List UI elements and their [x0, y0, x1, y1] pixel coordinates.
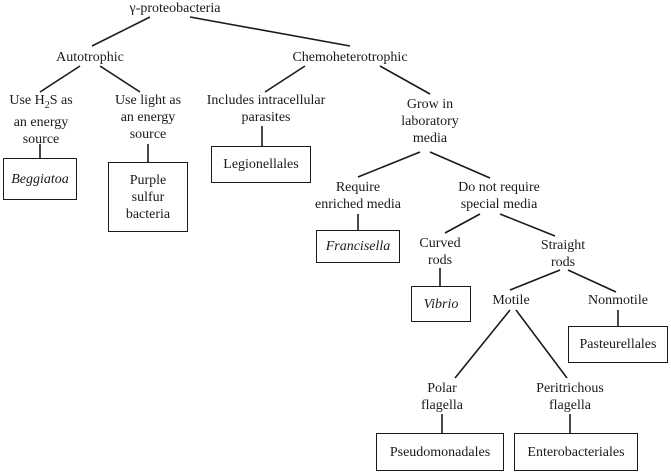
intracellular-line2: parasites: [241, 110, 291, 125]
nonmotile-label: Nonmotile: [588, 293, 648, 308]
enterobacteriales-label: Enterobacteriales: [527, 444, 625, 460]
edge-root-autotrophic: [91, 16, 151, 47]
pseudomonadales-label: Pseudomonadales: [389, 444, 491, 460]
beggiatoa-label: Beggiatoa: [11, 171, 69, 187]
notrequire-line1: Do not require: [458, 180, 540, 195]
purple-line1: Purple: [129, 172, 167, 188]
francisella-label: Francisella: [325, 239, 391, 254]
motile-node: Motile: [481, 292, 541, 309]
edge-chemo-grow: [379, 65, 431, 95]
edge-notrequire-straight: [499, 213, 556, 237]
root-label: γ-proteobacteria: [129, 1, 221, 16]
intracellular-line1: Includes intracellular: [206, 93, 326, 108]
nonmotile-node: Nonmotile: [578, 292, 658, 309]
require-line2: enriched media: [315, 197, 401, 212]
autotrophic-node: Autotrophic: [45, 49, 135, 66]
grow-line2: laboratory: [401, 114, 459, 129]
legionellales-box: Legionellales: [211, 146, 311, 183]
require-enriched-media-node: Require enriched media: [303, 179, 413, 213]
edge-chemo-intracellular: [264, 65, 306, 93]
edge-notrequire-curved: [444, 213, 481, 234]
edge-straight-nonmotile: [567, 269, 617, 293]
h2s-line3: source: [22, 131, 60, 147]
pseudomonadales-box: Pseudomonadales: [376, 433, 504, 471]
curved-line2: rods: [427, 253, 453, 268]
francisella-box: Francisella: [316, 230, 400, 263]
edge-root-chemoheterotrophic: [189, 16, 351, 47]
polar-line2: flagella: [421, 398, 463, 413]
autotrophic-label: Autotrophic: [56, 50, 124, 65]
legionellales-label: Legionellales: [223, 157, 299, 172]
light-line2: an energy: [120, 110, 176, 125]
curved-line1: Curved: [419, 236, 461, 251]
no-special-media-node: Do not require special media: [444, 179, 554, 213]
grow-line1: Grow in: [406, 97, 454, 112]
edge-grow-notrequire: [429, 151, 491, 179]
motile-label: Motile: [492, 293, 530, 308]
chemoheterotrophic-label: Chemoheterotrophic: [292, 50, 408, 65]
light-line1: Use light as: [114, 93, 182, 108]
edge-autotrophic-h2s: [39, 65, 81, 93]
polar-flagella-node: Polar flagella: [407, 380, 477, 414]
light-source-node: Use light as an energy source: [100, 92, 196, 143]
beggiatoa-box: Beggiatoa: [3, 158, 77, 200]
h2s-line1: Use H2S as: [9, 93, 73, 111]
notrequire-line2: special media: [460, 197, 538, 212]
purple-sulfur-bacteria-box: Purple sulfur bacteria: [108, 162, 188, 232]
straight-rods-node: Straight rods: [528, 237, 598, 271]
polar-line1: Polar: [427, 381, 457, 396]
peritrichous-flagella-node: Peritrichous flagella: [520, 380, 620, 414]
h2s-source-node: Use H2S as an energy source: [0, 92, 82, 148]
grow-in-lab-media-node: Grow in laboratory media: [390, 96, 470, 147]
vibrio-label: Vibrio: [423, 296, 459, 312]
curved-rods-node: Curved rods: [410, 235, 470, 269]
edge-motile-polar: [454, 309, 511, 379]
vibrio-box: Vibrio: [411, 286, 471, 322]
purple-line3: bacteria: [125, 206, 171, 222]
enterobacteriales-box: Enterobacteriales: [514, 433, 638, 471]
purple-line2: sulfur: [131, 189, 165, 205]
edge-autotrophic-light: [99, 65, 141, 93]
intracellular-parasites-node: Includes intracellular parasites: [196, 92, 336, 126]
root-node: γ-proteobacteria: [120, 0, 230, 17]
straight-line2: rods: [550, 255, 576, 270]
pasteurellales-label: Pasteurellales: [579, 337, 657, 352]
chemoheterotrophic-node: Chemoheterotrophic: [280, 49, 420, 66]
pasteurellales-box: Pasteurellales: [568, 326, 668, 363]
light-line3: source: [129, 127, 167, 142]
peri-line1: Peritrichous: [536, 381, 604, 396]
edge-grow-require: [357, 151, 421, 178]
h2s-line2: an energy: [13, 114, 69, 130]
peri-line2: flagella: [549, 398, 591, 413]
grow-line3: media: [412, 131, 448, 146]
edge-motile-peritrichous: [515, 309, 568, 379]
require-line1: Require: [335, 180, 381, 195]
straight-line1: Straight: [540, 238, 586, 253]
edge-straight-motile: [509, 269, 561, 291]
